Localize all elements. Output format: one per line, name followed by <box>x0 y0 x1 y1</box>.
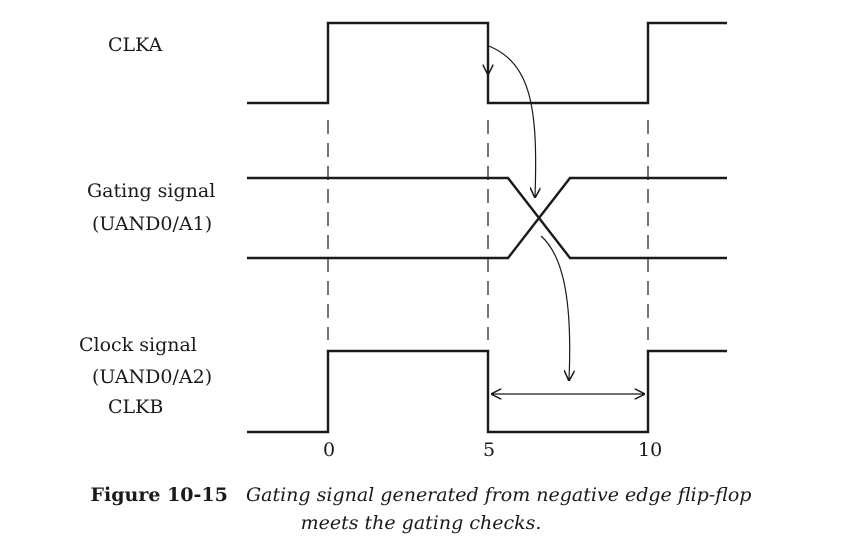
tick-label-0: 0 <box>323 439 335 461</box>
caption-text-line2: meets the gating checks. <box>300 512 542 534</box>
figure-number: Figure 10-15 <box>90 484 228 506</box>
gating-signal-upper-waveform <box>247 176 727 260</box>
figure-caption-continued: meets the gating checks. <box>0 510 842 536</box>
figure-caption: Figure 10-15 Gating signal generated fro… <box>0 482 842 508</box>
timing-diagram: CLKA Gating signal (UAND0/A1) Clock sign… <box>79 21 727 461</box>
gating-signal-lower-waveform <box>247 176 727 260</box>
gating-signal-label: Gating signal <box>87 180 215 202</box>
gating-signal-pin-label: (UAND0/A1) <box>92 213 212 235</box>
tick-label-5: 5 <box>483 439 495 461</box>
clock-signal-label: Clock signal <box>79 334 197 356</box>
caption-text-line1: Gating signal generated from negative ed… <box>245 484 752 506</box>
gating-to-clock-arrow <box>540 235 570 380</box>
clkb-label: CLKB <box>108 396 163 418</box>
clka-waveform <box>247 21 727 105</box>
tick-label-10: 10 <box>638 439 662 461</box>
clock-signal-pin-label: (UAND0/A2) <box>92 366 212 388</box>
clka-label: CLKA <box>108 34 163 56</box>
clka-to-gating-arrow <box>488 45 536 197</box>
clkb-waveform <box>247 349 727 434</box>
